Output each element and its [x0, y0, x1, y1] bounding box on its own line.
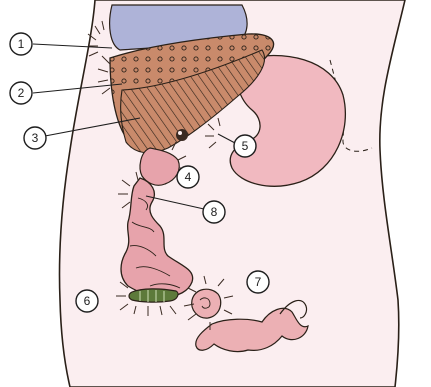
callout-7-label: 7: [255, 275, 262, 289]
callout-3-label: 3: [32, 131, 39, 145]
callout-6: 6: [76, 290, 98, 312]
callout-4-label: 4: [185, 170, 192, 184]
appendix-shape: [129, 289, 178, 302]
callout-1-label: 1: [18, 37, 25, 51]
ovary-shape: [192, 289, 221, 318]
callout-5: 5: [234, 135, 256, 157]
callout-8-label: 8: [211, 205, 218, 219]
callout-2: 2: [10, 82, 32, 104]
callout-5-label: 5: [242, 139, 249, 153]
callout-7: 7: [247, 271, 269, 293]
gallbladder-highlight: [178, 131, 182, 135]
callout-6-label: 6: [84, 294, 91, 308]
callout-1: 1: [10, 33, 32, 55]
callout-3: 3: [24, 127, 46, 149]
gallbladder: [176, 129, 188, 141]
callout-2-label: 2: [18, 86, 25, 100]
callout-4: 4: [177, 166, 199, 188]
callout-8: 8: [203, 201, 225, 223]
